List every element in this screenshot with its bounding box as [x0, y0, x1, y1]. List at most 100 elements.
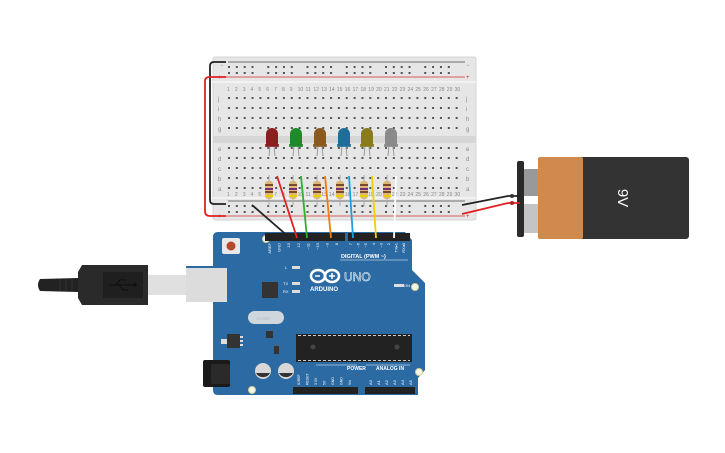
- rail-hole[interactable]: [282, 211, 285, 213]
- terminal-hole[interactable]: [377, 167, 380, 169]
- rail-hole[interactable]: [392, 72, 395, 74]
- terminal-hole[interactable]: [259, 117, 262, 119]
- terminal-hole[interactable]: [345, 177, 348, 179]
- rail-hole[interactable]: [400, 66, 403, 68]
- rail-hole[interactable]: [228, 205, 230, 207]
- terminal-hole[interactable]: [424, 127, 427, 129]
- terminal-hole[interactable]: [251, 117, 254, 119]
- terminal-hole[interactable]: [424, 147, 427, 149]
- rail-hole[interactable]: [385, 211, 387, 213]
- terminal-hole[interactable]: [259, 177, 262, 179]
- terminal-hole[interactable]: [314, 177, 317, 179]
- terminal-hole[interactable]: [439, 187, 442, 189]
- terminal-hole[interactable]: [282, 167, 285, 169]
- rail-hole[interactable]: [353, 66, 356, 68]
- terminal-hole[interactable]: [392, 167, 395, 169]
- terminal-hole[interactable]: [385, 177, 387, 179]
- terminal-hole[interactable]: [400, 127, 403, 129]
- wire-black-gnd[interactable]: [251, 204, 291, 239]
- terminal-hole[interactable]: [298, 117, 301, 119]
- terminal-hole[interactable]: [267, 97, 270, 99]
- rail-hole[interactable]: [251, 72, 254, 74]
- terminal-hole[interactable]: [424, 177, 427, 179]
- breadboard-holes[interactable]: [228, 66, 458, 213]
- rail-hole[interactable]: [385, 66, 387, 68]
- terminal-hole[interactable]: [424, 187, 427, 189]
- rail-hole[interactable]: [392, 66, 395, 68]
- terminal-hole[interactable]: [290, 107, 293, 109]
- terminal-hole[interactable]: [228, 177, 230, 179]
- terminal-hole[interactable]: [432, 157, 435, 159]
- terminal-hole[interactable]: [455, 177, 458, 179]
- rail-hole[interactable]: [235, 72, 238, 74]
- rail-hole[interactable]: [432, 211, 435, 213]
- rail-hole[interactable]: [282, 205, 285, 207]
- rail-hole[interactable]: [424, 66, 427, 68]
- terminal-hole[interactable]: [267, 127, 270, 129]
- wire-blue[interactable]: [348, 175, 354, 239]
- rail-hole[interactable]: [408, 205, 411, 207]
- battery-9v[interactable]: 9V: [517, 157, 689, 239]
- terminal-hole[interactable]: [408, 147, 411, 149]
- resistor-group[interactable]: [265, 175, 391, 206]
- rail-hole[interactable]: [314, 205, 317, 207]
- terminal-hole[interactable]: [322, 97, 325, 99]
- terminal-hole[interactable]: [275, 157, 278, 159]
- terminal-hole[interactable]: [322, 177, 325, 179]
- rail-hole[interactable]: [228, 72, 230, 74]
- terminal-hole[interactable]: [275, 167, 278, 169]
- white-led[interactable]: [384, 128, 398, 157]
- rail-hole[interactable]: [385, 72, 387, 74]
- terminal-hole[interactable]: [392, 157, 395, 159]
- terminal-hole[interactable]: [377, 127, 380, 129]
- terminal-hole[interactable]: [400, 157, 403, 159]
- terminal-hole[interactable]: [322, 147, 325, 149]
- rail-hole[interactable]: [314, 66, 317, 68]
- terminal-hole[interactable]: [447, 177, 450, 179]
- terminal-hole[interactable]: [424, 117, 427, 119]
- terminal-hole[interactable]: [345, 107, 348, 109]
- rail-hole[interactable]: [408, 211, 411, 213]
- terminal-hole[interactable]: [330, 187, 333, 189]
- terminal-hole[interactable]: [392, 147, 395, 149]
- terminal-hole[interactable]: [408, 187, 411, 189]
- terminal-hole[interactable]: [322, 167, 325, 169]
- terminal-hole[interactable]: [385, 97, 387, 99]
- terminal-hole[interactable]: [306, 157, 309, 159]
- terminal-hole[interactable]: [416, 187, 419, 189]
- rail-hole[interactable]: [275, 211, 278, 213]
- rail-hole[interactable]: [392, 211, 395, 213]
- terminal-hole[interactable]: [243, 97, 246, 99]
- terminal-hole[interactable]: [439, 117, 442, 119]
- rail-hole[interactable]: [243, 211, 246, 213]
- rail-hole[interactable]: [400, 205, 403, 207]
- terminal-hole[interactable]: [369, 177, 372, 179]
- terminal-hole[interactable]: [385, 127, 387, 129]
- terminal-hole[interactable]: [228, 127, 230, 129]
- terminal-hole[interactable]: [314, 107, 317, 109]
- terminal-hole[interactable]: [267, 167, 270, 169]
- terminal-hole[interactable]: [416, 107, 419, 109]
- terminal-hole[interactable]: [267, 157, 270, 159]
- rail-hole[interactable]: [330, 66, 333, 68]
- terminal-hole[interactable]: [432, 167, 435, 169]
- terminal-hole[interactable]: [330, 107, 333, 109]
- terminal-hole[interactable]: [361, 177, 364, 179]
- wire-red[interactable]: [276, 175, 298, 239]
- rail-hole[interactable]: [235, 211, 238, 213]
- terminal-hole[interactable]: [447, 117, 450, 119]
- rail-hole[interactable]: [439, 205, 442, 207]
- wires[interactable]: [204, 61, 520, 239]
- terminal-hole[interactable]: [432, 117, 435, 119]
- terminal-hole[interactable]: [235, 127, 238, 129]
- terminal-hole[interactable]: [455, 127, 458, 129]
- power-header[interactable]: [293, 387, 358, 394]
- terminal-hole[interactable]: [416, 127, 419, 129]
- terminal-hole[interactable]: [298, 127, 301, 129]
- rail-hole[interactable]: [290, 72, 293, 74]
- rail-hole[interactable]: [267, 205, 270, 207]
- terminal-hole[interactable]: [369, 157, 372, 159]
- terminal-hole[interactable]: [439, 177, 442, 179]
- rail-hole[interactable]: [361, 205, 364, 207]
